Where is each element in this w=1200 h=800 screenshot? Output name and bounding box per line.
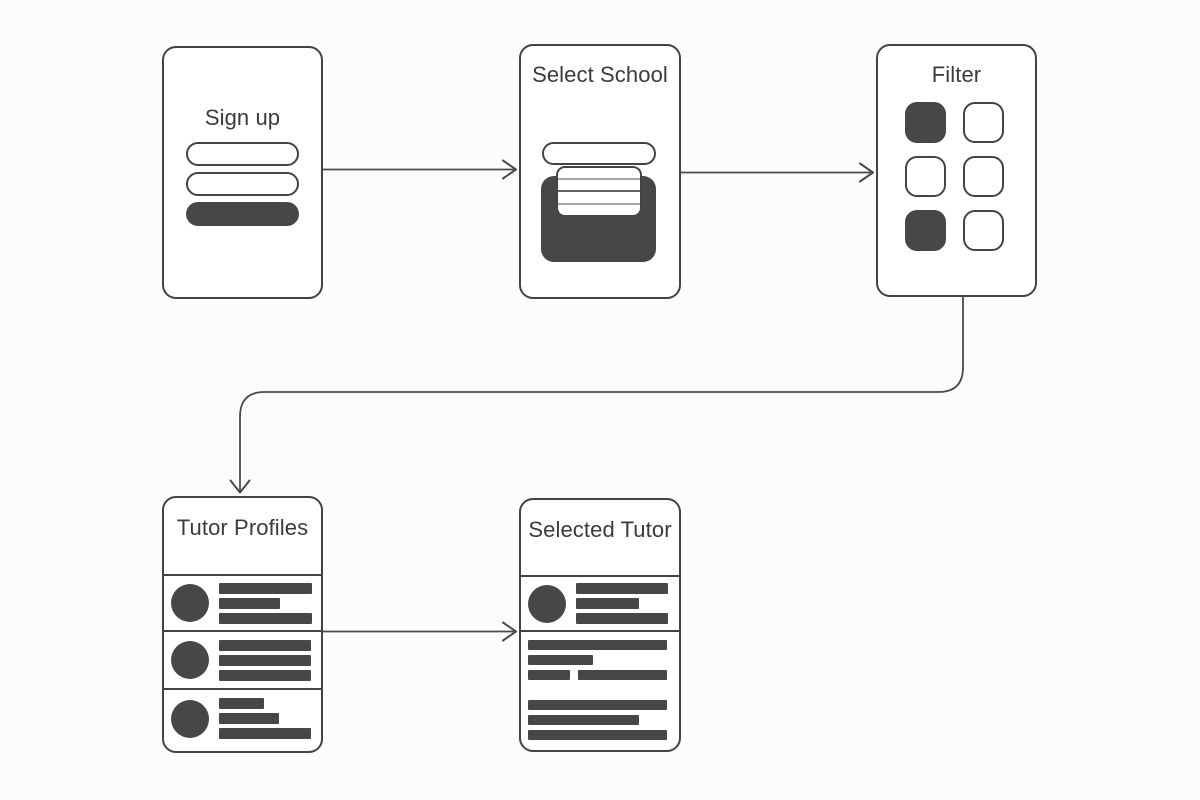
text-bar: [576, 613, 668, 624]
tutor-profile-row: [164, 576, 321, 632]
edge-signup-to-selectschool[interactable]: [322, 159, 517, 180]
text-bar: [528, 700, 667, 710]
text-bar: [576, 583, 668, 594]
list-divider: [558, 190, 640, 192]
avatar-circle: [171, 641, 209, 679]
filter-checkbox: [905, 210, 946, 251]
edge-tutorprofiles-to-selectedtutor[interactable]: [322, 621, 517, 642]
submit-button-placeholder: [186, 202, 299, 226]
edge-selectschool-to-filter[interactable]: [680, 162, 874, 183]
text-bar: [528, 655, 593, 665]
avatar-circle: [528, 584, 566, 623]
node-title-sign-up: Sign up: [204, 105, 281, 130]
node-title-selected-tutor: Selected Tutor: [528, 517, 672, 542]
filter-checkbox: [963, 210, 1004, 251]
tutor-profile-row: [164, 632, 321, 690]
node-title-section: Tutor Profiles: [164, 498, 321, 576]
filter-checkbox: [905, 102, 946, 143]
text-bar: [219, 698, 264, 709]
text-bar: [219, 639, 311, 651]
text-bar: [219, 612, 312, 624]
text-bar: [528, 730, 667, 740]
text-placeholder-bars: [219, 639, 311, 681]
text-bar: [528, 715, 639, 725]
text-bar: [219, 582, 312, 594]
search-input-placeholder: [542, 142, 656, 165]
text-bar: [528, 670, 570, 680]
filter-checkbox: [963, 102, 1004, 143]
avatar-circle: [171, 584, 209, 622]
text-placeholder-bars: [219, 582, 312, 624]
text-bar: [576, 598, 639, 609]
text-bar: [219, 713, 279, 724]
text-bar: [219, 728, 311, 739]
text-bar: [219, 597, 280, 609]
node-title-filter: Filter: [931, 62, 982, 87]
node-filter[interactable]: Filter: [876, 44, 1037, 297]
filter-checkbox: [963, 156, 1004, 197]
avatar-circle: [171, 699, 209, 738]
text-bar-pair: [528, 670, 679, 680]
edge-filter-to-tutorprofiles[interactable]: [229, 296, 964, 494]
text-bar: [528, 640, 667, 650]
node-tutor-profiles[interactable]: Tutor Profiles: [162, 496, 323, 753]
filter-checkbox: [905, 156, 946, 197]
list-divider: [558, 178, 640, 180]
selected-tutor-header: [521, 577, 679, 632]
node-selected-tutor[interactable]: Selected Tutor: [519, 498, 681, 752]
text-bar: [219, 654, 311, 666]
node-title-tutor-profiles: Tutor Profiles: [176, 515, 309, 540]
text-placeholder-bars: [576, 583, 668, 624]
text-placeholder-bars: [219, 698, 311, 739]
list-divider: [558, 203, 640, 205]
node-sign-up[interactable]: Sign up: [162, 46, 323, 299]
node-title-section: Selected Tutor: [521, 500, 679, 577]
paragraph-gap: [528, 685, 679, 700]
input-field-placeholder: [186, 142, 299, 166]
tutor-profile-row: [164, 690, 321, 747]
node-select-school[interactable]: Select School: [519, 44, 681, 299]
input-field-placeholder: [186, 172, 299, 196]
node-title-select-school: Select School: [532, 62, 668, 87]
filter-options-grid: [905, 102, 1004, 251]
text-bar: [578, 670, 667, 680]
school-list-placeholder: [556, 166, 642, 217]
signup-form-placeholder: [164, 142, 321, 226]
text-bar: [219, 669, 311, 681]
selected-tutor-details: [521, 632, 679, 740]
